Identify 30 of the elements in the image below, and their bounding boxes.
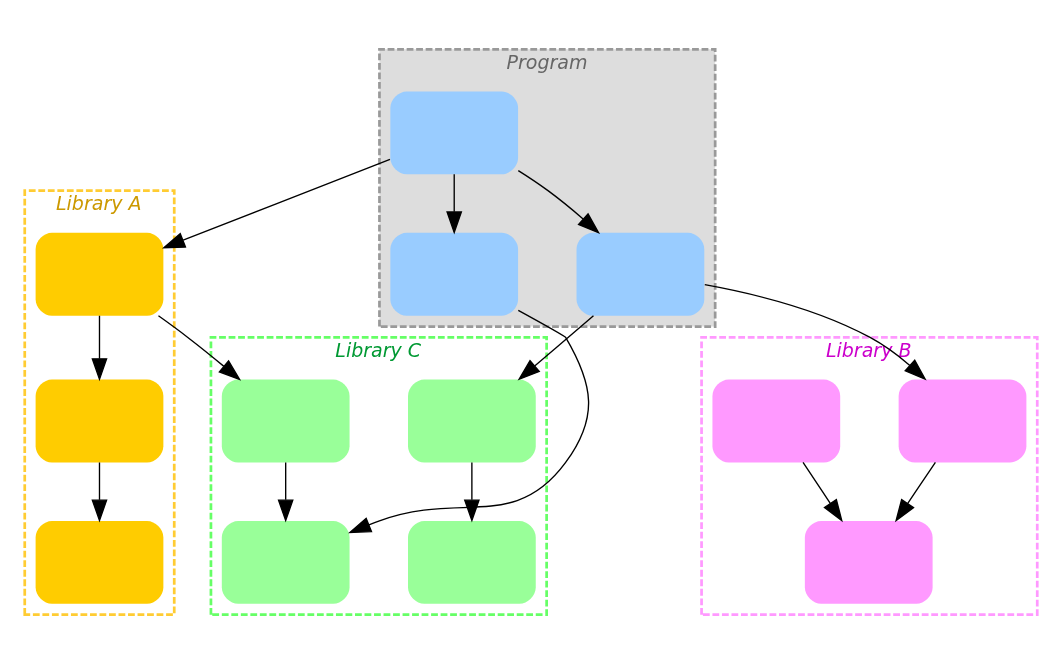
cluster: Library C [209,335,548,616]
node-box [221,520,350,604]
arrow [348,309,590,533]
node-box [390,90,519,174]
arrow [517,314,595,381]
cluster: Library A [23,188,176,616]
arrow [802,461,843,522]
arrow [704,283,927,381]
node-box [576,232,705,316]
arrow [517,169,601,234]
node-box [898,379,1027,462]
node-box [35,520,164,604]
node-box [35,232,164,316]
cluster: Library B [700,335,1039,616]
arrow [157,314,242,381]
node-box [35,379,164,462]
arrow [161,158,391,248]
arrow [277,461,294,523]
arrow [91,314,108,381]
arrow [446,173,463,234]
node-box [221,379,350,462]
node-box [712,379,841,462]
node-box [804,520,933,604]
arrow [91,461,108,523]
node-box [408,379,536,462]
arrow [894,461,937,522]
arrow [463,461,480,523]
cluster: Program [378,47,717,328]
node-box [408,520,536,604]
node-box [390,232,519,316]
